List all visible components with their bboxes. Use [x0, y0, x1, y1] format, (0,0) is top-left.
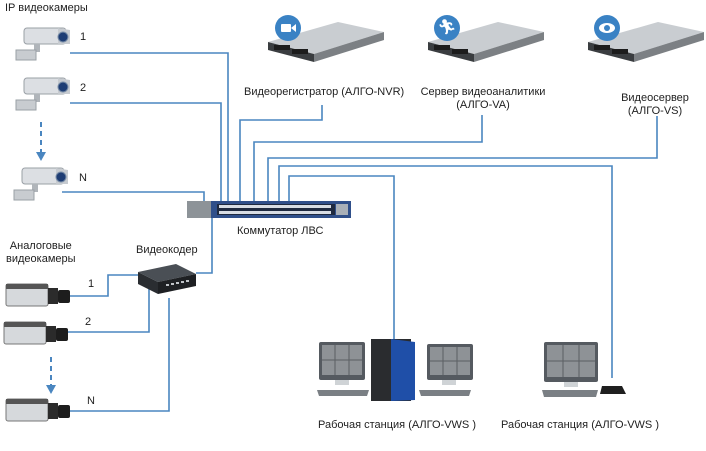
wire-ip-camera-1	[70, 52, 229, 202]
analog-camera-n-label: N	[87, 395, 95, 407]
vs-label-line2: (АЛГО-VS)	[627, 105, 683, 117]
ip-camera-2[interactable]	[12, 76, 72, 112]
ip-camera-n[interactable]	[10, 166, 70, 202]
arrowhead-analog	[46, 385, 56, 394]
encoder-label: Видеокодер	[136, 244, 198, 256]
analog-camera-2-label: 2	[85, 316, 92, 328]
workstation-1[interactable]	[315, 338, 475, 404]
va-label: Сервер видеоаналитики (АЛГО-VA)	[420, 86, 546, 112]
vs-label-line1: Видеосервер	[621, 92, 689, 104]
wire-workstation-1	[288, 175, 395, 340]
ip-camera-1[interactable]	[12, 26, 72, 62]
va-label-line1: Сервер видеоаналитики	[420, 86, 546, 98]
nvr-label: Видеорегистратор (АЛГО-NVR)	[244, 86, 405, 98]
ip-camera-2-label: 2	[80, 82, 87, 94]
analog-camera-n[interactable]	[4, 395, 72, 425]
switch-label: Коммутатор ЛВС	[237, 225, 324, 237]
wire-analog-1	[70, 274, 140, 297]
analog-label-line2: видеокамеры	[6, 253, 76, 265]
va-label-line2: (АЛГО-VA)	[456, 99, 510, 111]
workstation-2-label: Рабочая станция (АЛГО-VWS )	[501, 419, 659, 431]
video-encoder[interactable]	[136, 262, 198, 296]
video-server[interactable]	[580, 14, 704, 70]
va-server[interactable]	[420, 14, 544, 70]
analog-label-line1: Аналоговые	[9, 240, 72, 252]
vs-label: Видеосервер (АЛГО-VS)	[610, 92, 700, 118]
nvr-server[interactable]	[260, 14, 384, 70]
wire-analog-2	[68, 287, 150, 333]
ip-camera-1-label: 1	[80, 31, 87, 43]
analog-camera-2[interactable]	[2, 318, 70, 348]
analog-cameras-group-label: Аналоговые видеокамеры	[6, 240, 76, 266]
workstation-1-label: Рабочая станция (АЛГО-VWS )	[318, 419, 476, 431]
wire-workstation-2	[278, 165, 613, 378]
workstation-2[interactable]	[540, 340, 628, 402]
wire-vs	[267, 116, 658, 202]
wire-ip-camera-n	[62, 191, 205, 202]
arrowhead-ip	[36, 152, 46, 161]
wire-va	[253, 115, 483, 202]
lan-switch[interactable]	[187, 200, 353, 220]
running-person-icon: 🏃︎	[434, 15, 460, 41]
eye-icon	[594, 15, 620, 41]
ip-cameras-group-label: IP видеокамеры	[5, 2, 88, 14]
ip-camera-n-label: N	[79, 172, 87, 184]
wire-nvr	[239, 105, 323, 202]
wire-encoder-switch	[196, 218, 213, 274]
analog-camera-1-label: 1	[88, 278, 95, 290]
video-camera-icon	[275, 15, 301, 41]
wire-ip-camera-2	[70, 102, 222, 202]
wire-analog-n	[68, 298, 170, 412]
analog-camera-1[interactable]	[4, 280, 72, 310]
